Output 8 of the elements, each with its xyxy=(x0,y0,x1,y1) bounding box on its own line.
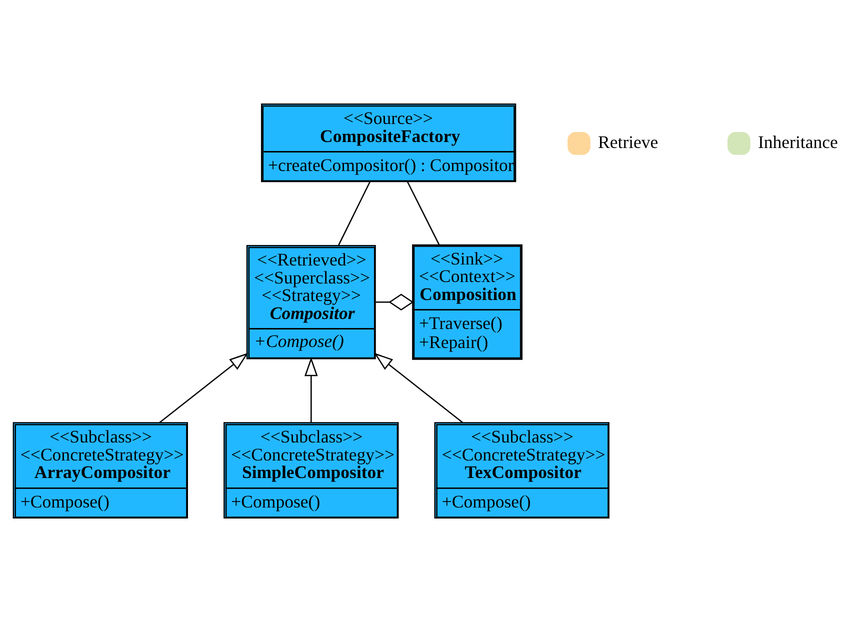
legend-label: Inheritance xyxy=(758,132,838,152)
legend-label: Retrieve xyxy=(598,132,658,152)
arrow xyxy=(374,352,464,424)
connector xyxy=(406,181,440,245)
connector xyxy=(338,181,371,246)
connector xyxy=(376,294,414,310)
arrow xyxy=(304,357,318,423)
arrow xyxy=(158,352,248,424)
